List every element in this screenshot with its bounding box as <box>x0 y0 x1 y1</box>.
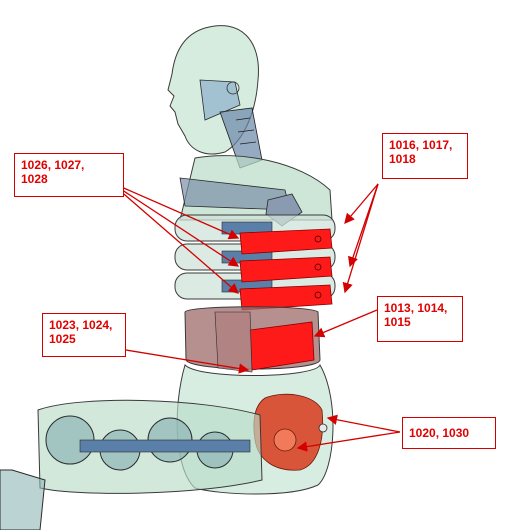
dummy-neck <box>219 107 263 169</box>
label-1016-1017-1018: 1016, 1017, 1018 <box>382 133 468 179</box>
leader-lines <box>109 181 401 452</box>
rib-plates-highlight <box>239 228 333 311</box>
label-1023-1024-1025: 1023, 1024, 1025 <box>42 313 126 357</box>
dummy-abdomen <box>184 306 321 373</box>
label-1026-1027-1028: 1026, 1027, 1028 <box>14 153 124 197</box>
dummy-leg <box>0 399 263 530</box>
label-1020-1030: 1020, 1030 <box>402 417 496 449</box>
dummy-torso <box>179 155 333 227</box>
label-1013-1014-1015: 1013, 1014, 1015 <box>377 296 463 342</box>
